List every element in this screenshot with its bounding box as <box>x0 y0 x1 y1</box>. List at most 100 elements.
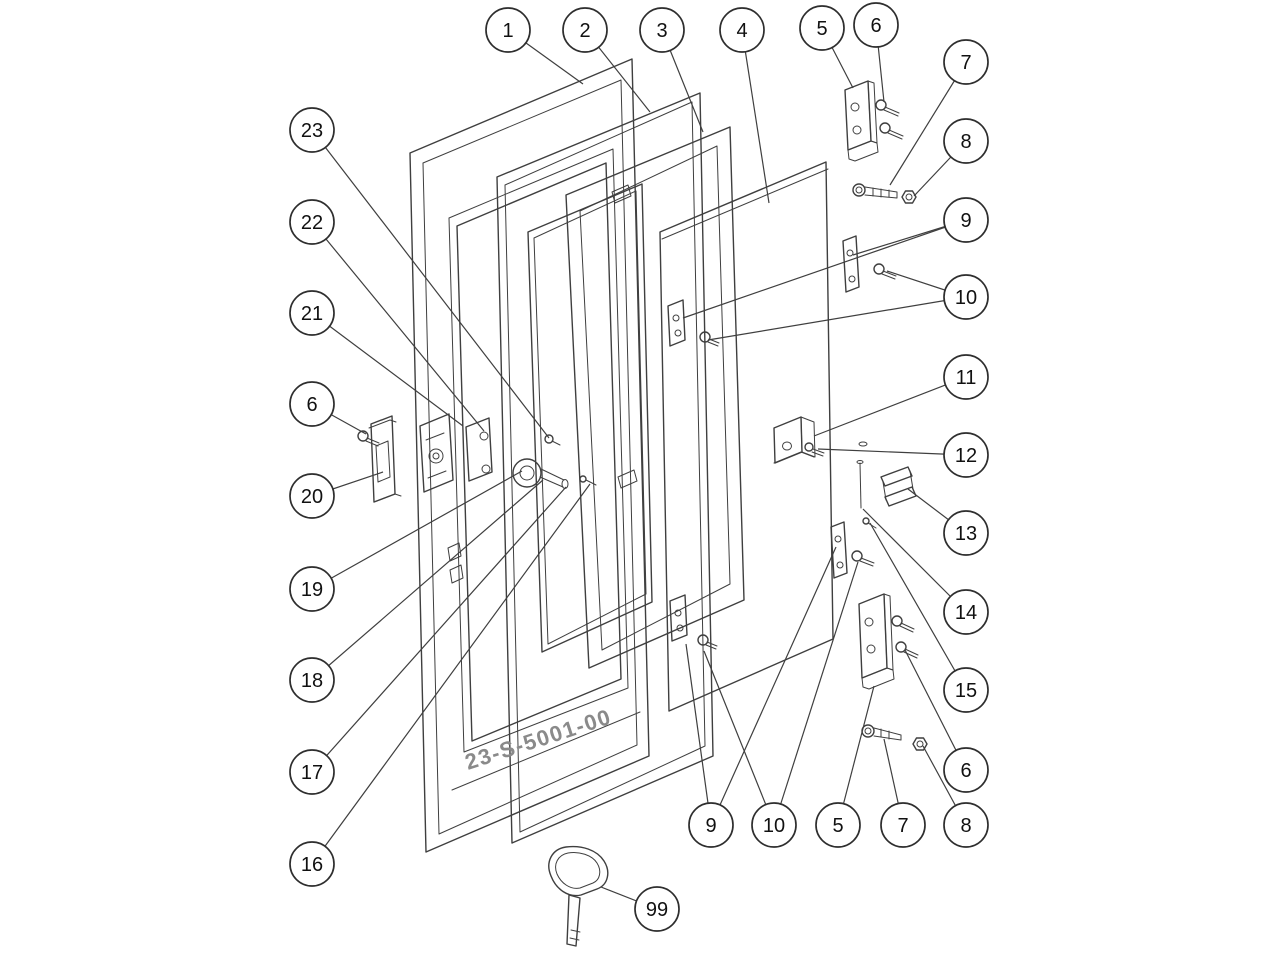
callout-balloon-7 <box>943 39 989 85</box>
upper-hinge-hardware <box>844 80 917 204</box>
callout-19: 19 <box>289 566 335 612</box>
callout-6: 6 <box>853 2 899 48</box>
callout-balloon-13 <box>943 510 989 556</box>
callout-balloon-11 <box>943 354 989 400</box>
leader-line-9 <box>710 546 837 826</box>
callout-number-3: 3 <box>656 20 667 42</box>
callout-number-10: 10 <box>955 287 977 309</box>
leader-line-10 <box>703 650 775 826</box>
callout-10: 10 <box>751 802 797 848</box>
callout-balloon-19 <box>289 566 335 612</box>
callout-23: 23 <box>289 107 335 153</box>
callout-balloon-17 <box>289 749 335 795</box>
callout-number-6: 6 <box>306 394 317 416</box>
callout-12: 12 <box>943 432 989 478</box>
callout-number-8: 8 <box>960 131 971 153</box>
callout-balloon-6 <box>943 747 989 793</box>
callout-balloon-23 <box>289 107 335 153</box>
callout-number-5: 5 <box>816 18 827 40</box>
callout-number-2: 2 <box>579 20 590 42</box>
leader-line-17 <box>311 486 567 773</box>
callout-7: 7 <box>880 802 926 848</box>
callout-balloon-7 <box>880 802 926 848</box>
callout-number-11: 11 <box>956 367 977 389</box>
window-frame <box>565 126 745 669</box>
leader-line-16 <box>311 483 591 865</box>
callout-22: 22 <box>289 199 335 245</box>
callout-number-14: 14 <box>955 602 977 624</box>
leader-line-12 <box>817 448 967 456</box>
callout-balloon-4 <box>719 7 765 53</box>
callout-balloon-18 <box>289 657 335 703</box>
callout-6: 6 <box>943 747 989 793</box>
callout-number-22: 22 <box>301 212 323 234</box>
leader-line-4 <box>741 29 770 204</box>
leader-line-7 <box>889 61 967 186</box>
callout-17: 17 <box>289 749 335 795</box>
leader-line-22 <box>311 221 485 432</box>
callout-99: 99 <box>634 886 680 932</box>
leader-line-21 <box>311 312 464 427</box>
lower-hinge-hardware <box>858 593 928 751</box>
callout-number-10: 10 <box>763 815 785 837</box>
callout-number-13: 13 <box>955 523 977 545</box>
callout-number-16: 16 <box>301 854 323 876</box>
callout-number-4: 4 <box>736 20 747 42</box>
callout-14: 14 <box>943 589 989 635</box>
callout-balloon-8 <box>943 118 989 164</box>
callout-3: 3 <box>639 7 685 53</box>
leader-line-10 <box>773 561 859 826</box>
callout-balloon-5 <box>799 5 845 51</box>
callout-balloon-16 <box>289 841 335 887</box>
clip-pin-screw <box>856 460 917 529</box>
leader-line-14 <box>862 508 967 613</box>
leader-line-5 <box>837 685 875 826</box>
callout-balloon-9 <box>943 197 989 243</box>
callout-balloon-14 <box>943 589 989 635</box>
outer-door-frame <box>409 58 650 853</box>
leader-line-15 <box>869 522 967 691</box>
callout-5: 5 <box>799 5 845 51</box>
callout-balloon-2 <box>562 7 608 53</box>
callout-balloon-15 <box>943 667 989 713</box>
callout-balloon-20 <box>289 473 335 519</box>
callout-18: 18 <box>289 657 335 703</box>
leader-line-9 <box>685 643 712 826</box>
callout-number-7: 7 <box>897 815 908 837</box>
callout-balloon-6 <box>289 381 335 427</box>
callout-number-17: 17 <box>301 762 323 784</box>
callout-8: 8 <box>943 118 989 164</box>
leader-line-11 <box>813 376 967 437</box>
upper-hinge-plate <box>842 235 897 293</box>
callout-2: 2 <box>562 7 608 53</box>
callout-10: 10 <box>943 274 989 320</box>
callout-balloon-8 <box>943 802 989 848</box>
leader-line-23 <box>311 129 550 439</box>
part-number-stamp: 23-S-5001-00 <box>462 704 615 775</box>
callout-number-1: 1 <box>502 20 513 42</box>
callout-5: 5 <box>815 802 861 848</box>
callout-balloon-10 <box>943 274 989 320</box>
callout-number-5: 5 <box>832 815 843 837</box>
callout-balloon-99 <box>634 886 680 932</box>
callout-balloon-5 <box>815 802 861 848</box>
callout-21: 21 <box>289 290 335 336</box>
lower-hinge-plate <box>830 521 875 579</box>
callout-balloon-21 <box>289 290 335 336</box>
callout-number-8: 8 <box>960 815 971 837</box>
callout-number-6: 6 <box>960 760 971 782</box>
callout-number-99: 99 <box>646 899 668 921</box>
callout-number-23: 23 <box>301 120 323 142</box>
callout-1: 1 <box>485 7 531 53</box>
callout-number-12: 12 <box>955 445 977 467</box>
callout-4: 4 <box>719 7 765 53</box>
callout-balloon-1 <box>485 7 531 53</box>
door-panel <box>659 161 834 712</box>
callout-number-9: 9 <box>705 815 716 837</box>
callout-number-19: 19 <box>301 579 323 601</box>
striker-keeper <box>773 416 868 464</box>
callout-balloon-12 <box>943 432 989 478</box>
